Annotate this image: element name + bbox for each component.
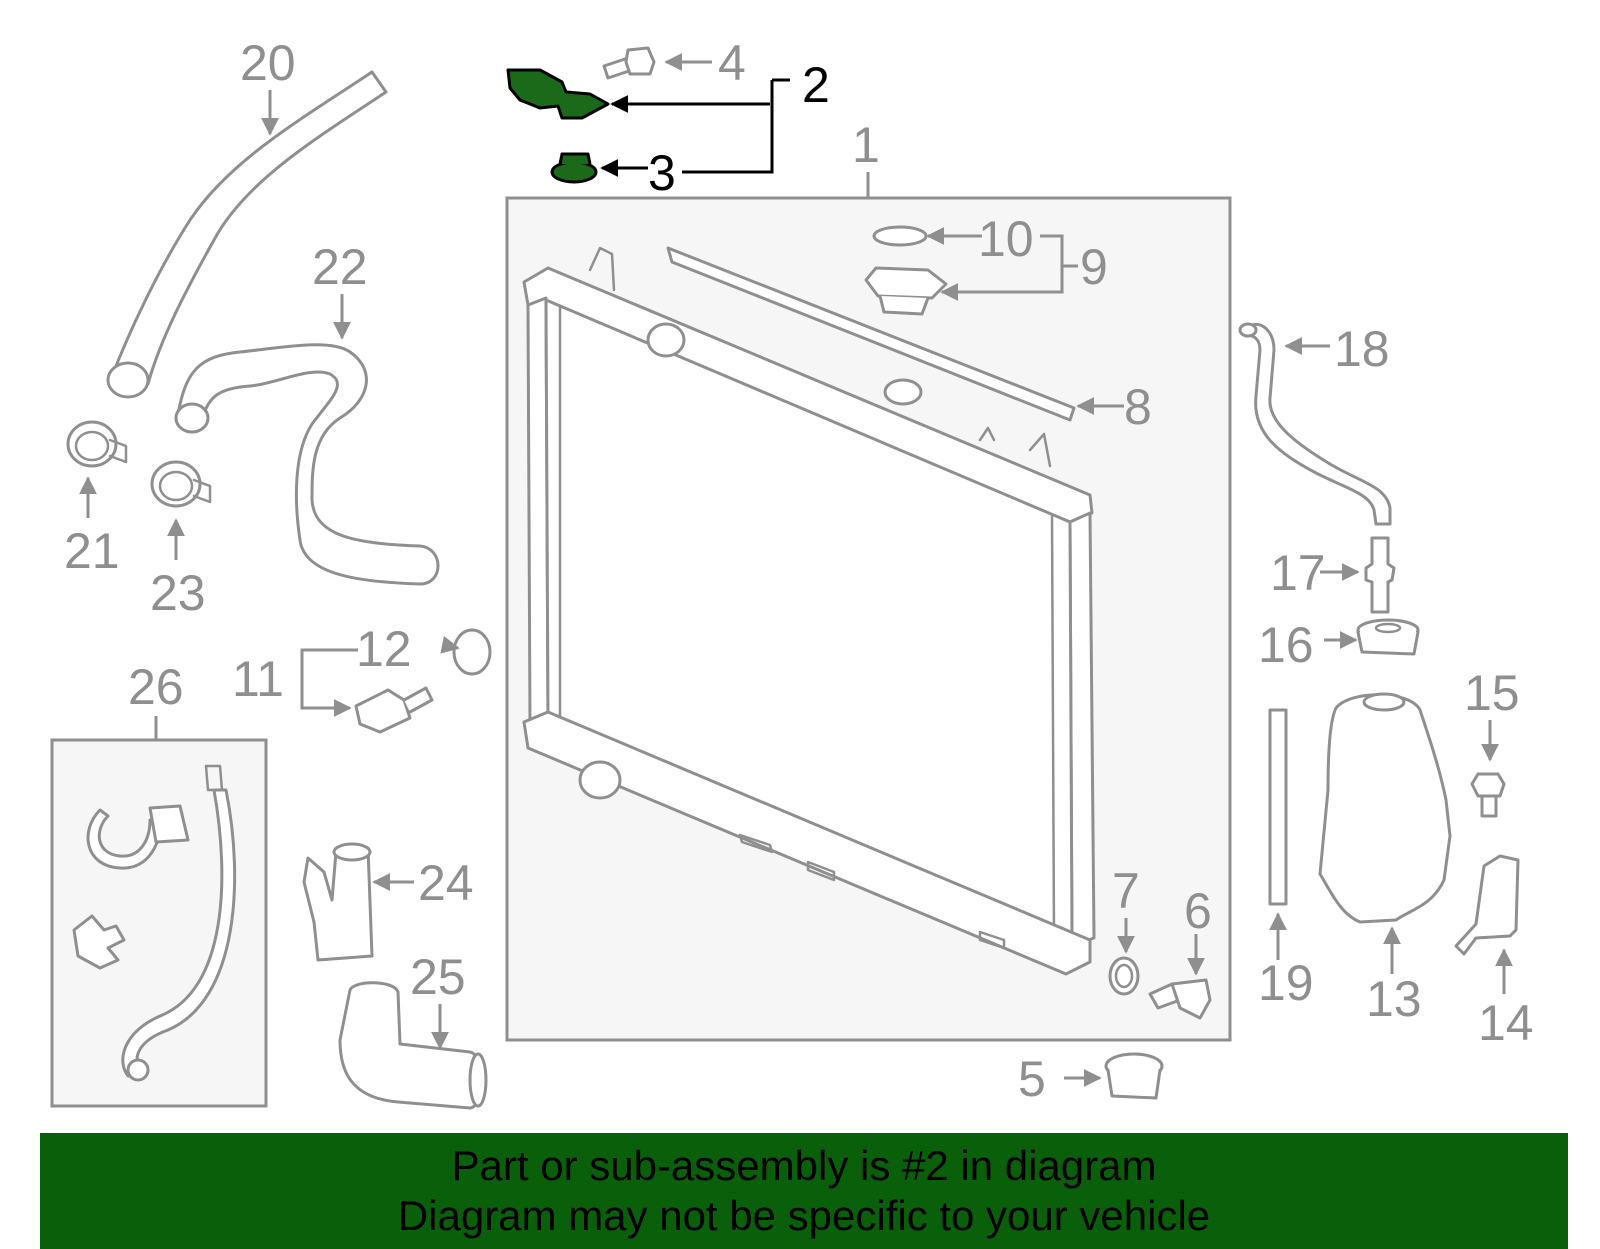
reservoir-cap-part-16[interactable] [1356, 618, 1420, 656]
bolt-part-4[interactable] [602, 46, 656, 80]
callout-15: 15 [1464, 665, 1520, 721]
o-ring-part-10[interactable] [872, 225, 928, 247]
bolt-part-15[interactable] [1470, 772, 1506, 818]
callout-9: 9 [1080, 239, 1108, 295]
callout-7: 7 [1112, 863, 1140, 919]
callout-11: 11 [232, 651, 284, 707]
radiator-part-1[interactable] [522, 246, 1096, 976]
bracket-part-14[interactable] [1454, 854, 1520, 956]
notice-banner: Part or sub-assembly is #2 in diagram Di… [40, 1133, 1568, 1249]
callout-6: 6 [1184, 883, 1212, 939]
callout-4: 4 [718, 35, 746, 91]
callout-12: 12 [356, 621, 412, 677]
callout-18: 18 [1334, 321, 1390, 377]
reservoir-tank-part-13[interactable] [1318, 692, 1452, 924]
callout-25: 25 [410, 949, 466, 1005]
callout-19: 19 [1258, 955, 1314, 1011]
callout-3: 3 [648, 145, 676, 201]
tube-part-19[interactable] [1268, 708, 1288, 906]
callout-16: 16 [1258, 617, 1314, 673]
callout-13: 13 [1366, 971, 1422, 1027]
banner-line-1: Part or sub-assembly is #2 in diagram [451, 1142, 1157, 1189]
sensor-part-11[interactable] [354, 686, 434, 734]
drain-plug-part-6[interactable] [1148, 978, 1212, 1020]
reservoir-hose-part-18[interactable] [1238, 322, 1392, 526]
callout-8: 8 [1124, 379, 1152, 435]
callout-20: 20 [240, 35, 296, 91]
callout-2: 2 [802, 57, 830, 113]
clamp-part-21[interactable] [66, 420, 128, 468]
callout-22: 22 [312, 239, 368, 295]
callout-14: 14 [1478, 995, 1534, 1051]
joint-part-17[interactable] [1364, 536, 1396, 614]
banner-line-2: Diagram may not be specific to your vehi… [397, 1192, 1211, 1239]
hose-part-25[interactable] [338, 981, 488, 1110]
callout-5: 5 [1018, 1051, 1046, 1107]
bracket-part-2[interactable] [506, 68, 610, 120]
callout-23: 23 [150, 565, 206, 621]
seal-strip-part-8[interactable] [666, 246, 1076, 422]
callout-21: 21 [64, 523, 120, 579]
o-ring-part-7[interactable] [1108, 956, 1140, 996]
callout-17: 17 [1270, 545, 1326, 601]
clamp-part-23[interactable] [150, 460, 212, 508]
cushion-part-3[interactable] [550, 152, 598, 184]
callout-26: 26 [128, 659, 184, 715]
pipe-part-24[interactable] [302, 842, 374, 962]
hose-part-26[interactable] [72, 764, 237, 1082]
lower-hose-part-22[interactable] [174, 343, 440, 586]
callout-1: 1 [852, 117, 880, 173]
upper-hose-part-20[interactable] [106, 70, 388, 399]
o-ring-part-12[interactable] [452, 628, 492, 676]
callout-10: 10 [978, 211, 1034, 267]
cushion-part-5[interactable] [1104, 1052, 1164, 1100]
callout-24: 24 [418, 855, 474, 911]
